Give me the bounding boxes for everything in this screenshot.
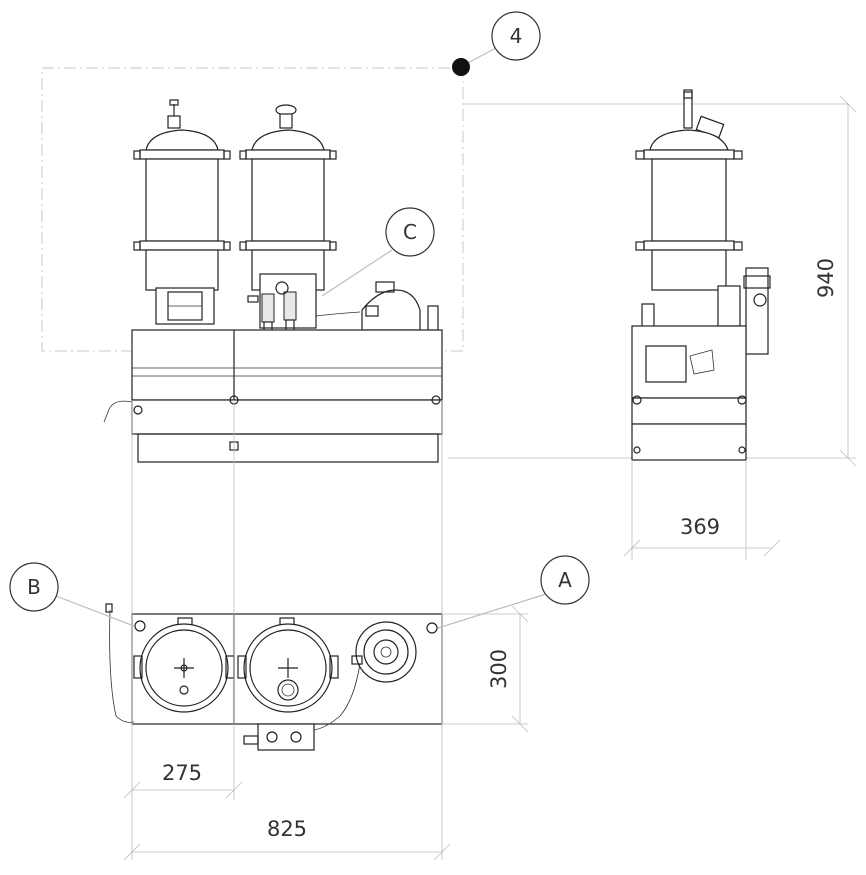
callout-b-label: B bbox=[27, 575, 41, 599]
extension-lines bbox=[131, 400, 747, 860]
callout-c-label: C bbox=[403, 220, 417, 244]
pump-unit bbox=[361, 281, 439, 331]
pump-top bbox=[313, 621, 417, 731]
callout-c: C bbox=[321, 207, 435, 297]
origin-marker bbox=[452, 58, 470, 76]
front-view bbox=[103, 99, 443, 463]
base-cabinet bbox=[103, 329, 443, 463]
filter-housing-right bbox=[239, 104, 337, 291]
filter-housing-left bbox=[133, 99, 231, 325]
valve-assembly bbox=[247, 273, 361, 353]
dimension-side-width-label: 369 bbox=[680, 515, 720, 539]
callout-a-label: A bbox=[558, 568, 572, 592]
callout-a: A bbox=[437, 555, 590, 629]
dimension-lines bbox=[123, 95, 857, 861]
filter-lid-left bbox=[133, 623, 235, 713]
callout-4: 4 bbox=[452, 11, 541, 76]
top-view bbox=[105, 603, 443, 751]
valve-block-top bbox=[243, 723, 315, 751]
dimension-module-width-label: 275 bbox=[162, 761, 202, 785]
callout-b: B bbox=[9, 562, 135, 627]
side-view bbox=[631, 89, 771, 461]
callout-4-label: 4 bbox=[510, 24, 523, 48]
filter-lid-right bbox=[237, 623, 339, 713]
dimension-total-width-label: 825 bbox=[267, 817, 307, 841]
dimension-height-label: 940 bbox=[814, 258, 838, 298]
dimension-depth-label: 300 bbox=[487, 649, 511, 689]
